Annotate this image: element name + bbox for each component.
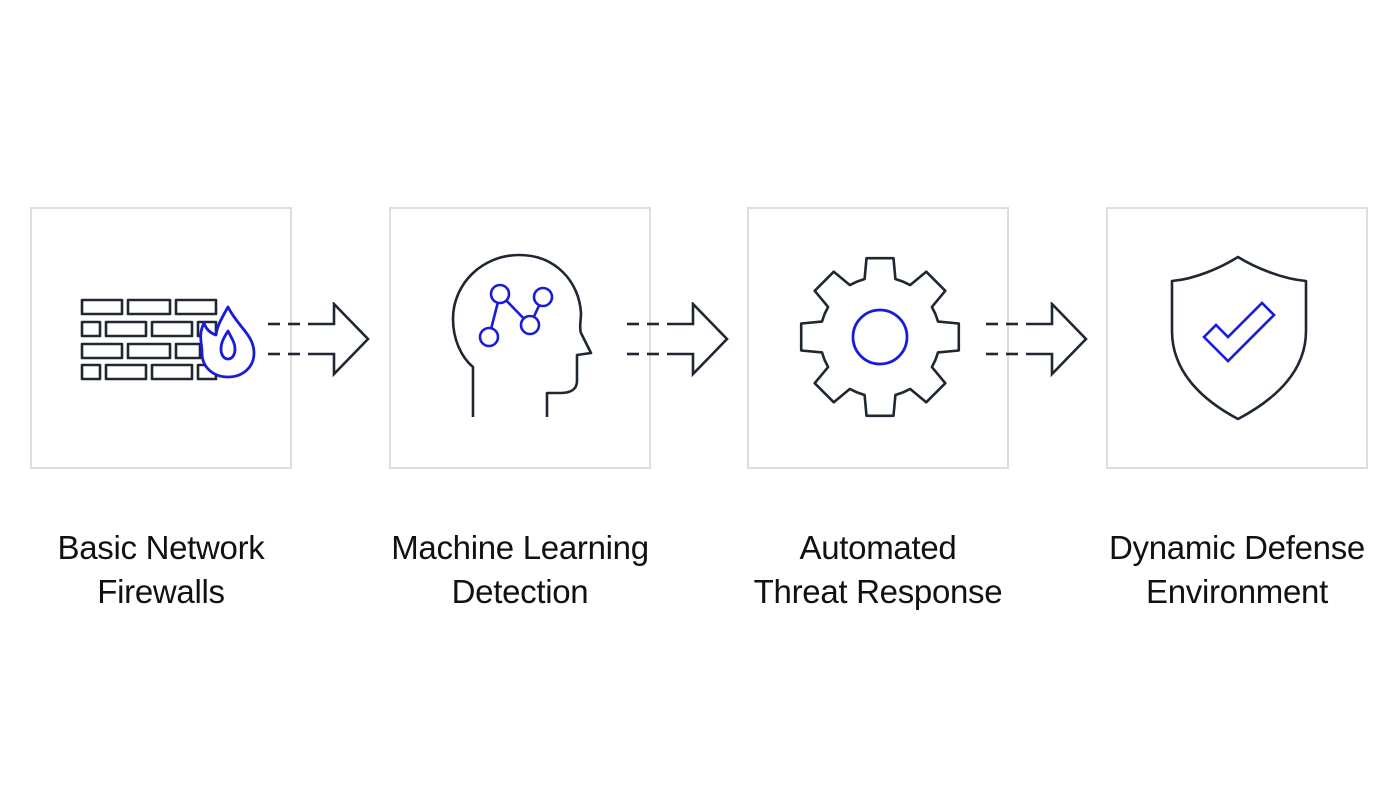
shield-with-checkmark-icon (1170, 255, 1308, 421)
stage-label-line: Automated (799, 529, 957, 566)
stage-label-dynamic-defense: Dynamic Defense Environment (1077, 526, 1397, 614)
stage-label-line: Threat Response (753, 573, 1003, 610)
arrow-right-icon (627, 302, 729, 378)
firewall-brick-wall-with-flame-icon (80, 298, 256, 381)
arrow-right-icon (986, 302, 1088, 378)
stage-box-firewall (30, 207, 292, 469)
stage-label-machine-learning: Machine Learning Detection (360, 526, 680, 614)
stage-label-line: Firewalls (97, 573, 225, 610)
gear-icon (799, 256, 961, 418)
stage-label-line: Basic Network (57, 529, 265, 566)
stage-box-automated-response (747, 207, 1009, 469)
stage-label-line: Environment (1146, 573, 1328, 610)
stage-box-dynamic-defense (1106, 207, 1368, 469)
stage-label-firewall: Basic Network Firewalls (1, 526, 321, 614)
stage-label-line: Detection (451, 573, 589, 610)
stage-label-automated-response: Automated Threat Response (718, 526, 1038, 614)
stage-box-machine-learning (389, 207, 651, 469)
stage-label-line: Machine Learning (391, 529, 649, 566)
head-with-neural-network-icon (451, 253, 593, 417)
arrow-right-icon (268, 302, 370, 378)
stage-label-line: Dynamic Defense (1109, 529, 1365, 566)
